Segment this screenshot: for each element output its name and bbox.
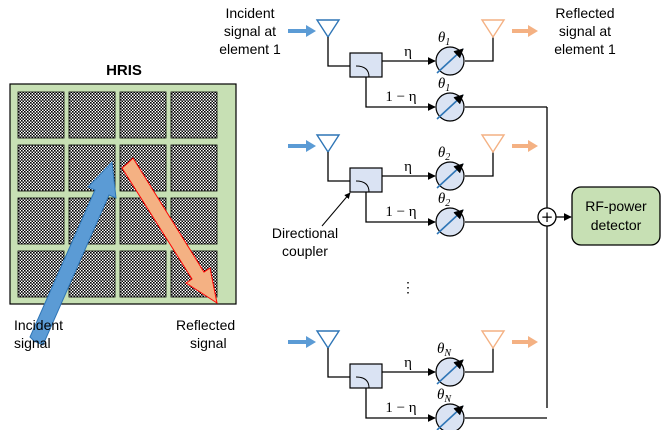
phase-shifter-reflect: θN — [435, 341, 465, 387]
one-minus-eta-label: 1 − η — [385, 89, 416, 105]
summing-node-symbol: + — [541, 208, 554, 226]
incident-arrow-head — [306, 140, 316, 152]
phase-label: θ2 — [438, 145, 450, 163]
reflected-signal-label-2: signal — [190, 335, 227, 351]
element-chain-3: η θN 1 − η θN — [288, 330, 547, 430]
reflect-feed — [465, 348, 494, 373]
hris-element-4 — [170, 91, 218, 139]
phase-shifter-reflect: θ2 — [435, 145, 465, 191]
antenna-feed — [327, 152, 350, 182]
rx-antenna-icon — [315, 19, 341, 39]
element-chain-1: η θ1 1 − η θ1 — [288, 19, 547, 122]
hris-element-8 — [170, 144, 218, 192]
detector-box — [571, 186, 661, 246]
rx-antenna-icon — [315, 330, 341, 350]
directional-coupler — [349, 52, 383, 78]
reflected-arrow-head — [528, 25, 538, 37]
phase-label: θN — [437, 387, 452, 405]
phase-shifter-arrow — [436, 405, 464, 430]
reflected-signal-label: Reflected — [176, 317, 235, 333]
incident-signal-label: Incident — [14, 317, 63, 333]
antenna-feed — [327, 348, 350, 378]
tx-antenna-icon — [480, 19, 506, 39]
ellipsis: ⋮ — [401, 279, 415, 295]
coupler-label-2: coupler — [282, 243, 328, 259]
coupler-curve — [355, 180, 370, 193]
hris-element-3 — [119, 91, 167, 139]
one-minus-eta-wire — [365, 77, 436, 111]
detector-label-2: detector — [591, 217, 642, 233]
top-labels: Incident signal at element 1 Reflected s… — [219, 5, 616, 57]
phase-label: θ1 — [438, 76, 450, 94]
coupler-curve — [355, 376, 370, 389]
rx-antenna-icon — [315, 134, 341, 154]
phase-shifter-sense: θ2 — [435, 191, 465, 237]
hris-element-1 — [17, 91, 65, 139]
hris-title: HRIS — [106, 62, 142, 79]
hris-surface: HRIS Incident signal Reflected signal — [9, 62, 237, 351]
incident-arrow-head — [306, 336, 316, 348]
hris-element-2 — [68, 91, 116, 139]
eta-label: η — [404, 159, 412, 175]
phase-shifter-arrow — [436, 359, 464, 385]
detector-label: RF-power — [585, 198, 647, 214]
directional-coupler — [349, 167, 383, 193]
phase-shifter-arrow — [436, 163, 464, 189]
phase-shifter-sense: θ1 — [435, 76, 465, 122]
reflect-feed — [465, 152, 494, 177]
phase-shifter-arrow — [436, 94, 464, 120]
eta-label: η — [404, 355, 412, 371]
incident-element1-label-2: signal at — [224, 23, 276, 39]
directional-coupler — [349, 363, 383, 389]
eta-label: η — [404, 44, 412, 60]
phase-label: θ1 — [438, 30, 450, 48]
reflected-element1-label-2: signal at — [559, 23, 611, 39]
combiner: + — [537, 107, 572, 408]
tx-antenna-icon — [480, 330, 506, 350]
reflected-element1-label-3: element 1 — [554, 41, 616, 57]
incident-signal-label-2: signal — [14, 335, 51, 351]
one-minus-eta-wire — [365, 192, 436, 226]
one-minus-eta-label: 1 − η — [385, 204, 416, 220]
tx-antenna-icon — [480, 134, 506, 154]
incident-element1-label: Incident — [225, 5, 274, 21]
phase-shifter-sense: θN — [435, 387, 465, 430]
coupler-curve — [355, 65, 370, 78]
hris-element-5 — [17, 144, 65, 192]
antenna-feed — [327, 37, 350, 67]
incident-arrow-head — [306, 25, 316, 37]
reflected-arrow-head — [528, 336, 538, 348]
rf-power-detector: RF-power detector — [571, 186, 661, 246]
one-minus-eta-label: 1 − η — [385, 400, 416, 416]
incident-arrow — [29, 160, 117, 346]
phase-shifter-arrow — [436, 209, 464, 235]
reflected-arrow — [121, 157, 218, 305]
phase-label: θ2 — [438, 191, 450, 209]
reflect-feed — [465, 37, 494, 62]
element-chains: η θ1 1 − η θ1 η θ2 1 − η θ2 η θN 1 − η θN — [288, 19, 547, 430]
hris-element-9 — [17, 197, 65, 245]
coupler-label: Directional — [272, 225, 338, 241]
coupler-pointer — [321, 192, 351, 227]
phase-shifter-reflect: θ1 — [435, 30, 465, 76]
reflected-element1-label: Reflected — [555, 5, 614, 21]
coupler-annotation: Directional coupler — [272, 192, 351, 259]
reflected-arrow-head — [528, 140, 538, 152]
one-minus-eta-wire — [365, 388, 436, 422]
phase-shifter-arrow — [436, 48, 464, 74]
phase-label: θN — [437, 341, 452, 359]
incident-element1-label-3: element 1 — [219, 41, 281, 57]
hris-element-15 — [119, 250, 167, 298]
element-chain-2: η θ2 1 − η θ2 — [288, 134, 547, 237]
